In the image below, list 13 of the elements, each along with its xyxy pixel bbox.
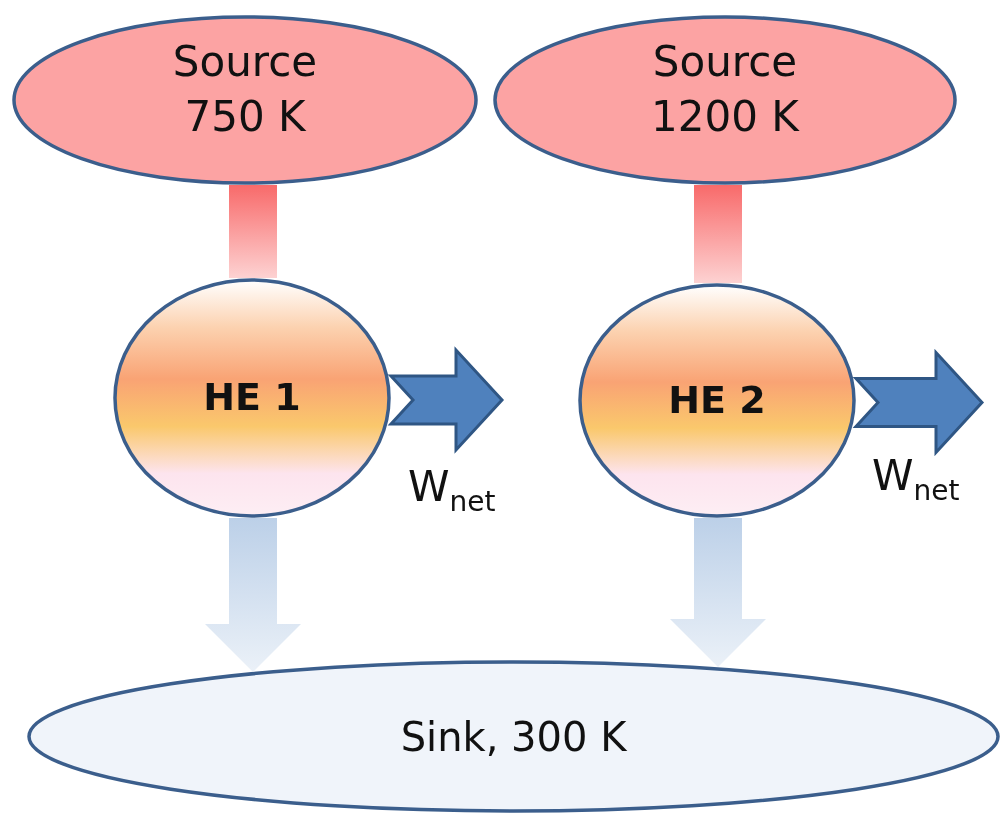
node-label: HE 1 [203,374,301,422]
heat-flow-arrow [670,518,766,668]
work-arrow [852,348,985,457]
heat-flow-band [229,184,277,278]
edge-label: W$_{net}$ [872,450,960,507]
heat-flow-band [694,185,742,283]
node-label: Sink, 300 K [400,712,627,762]
heat-flow-arrow [205,518,301,672]
node-label: HE 2 [668,376,766,424]
edge-label: W$_{net}$ [408,462,496,518]
work-arrow [387,346,505,454]
node-label: Source 750 K [171,36,319,143]
node-label: Source 1200 K [650,36,801,143]
